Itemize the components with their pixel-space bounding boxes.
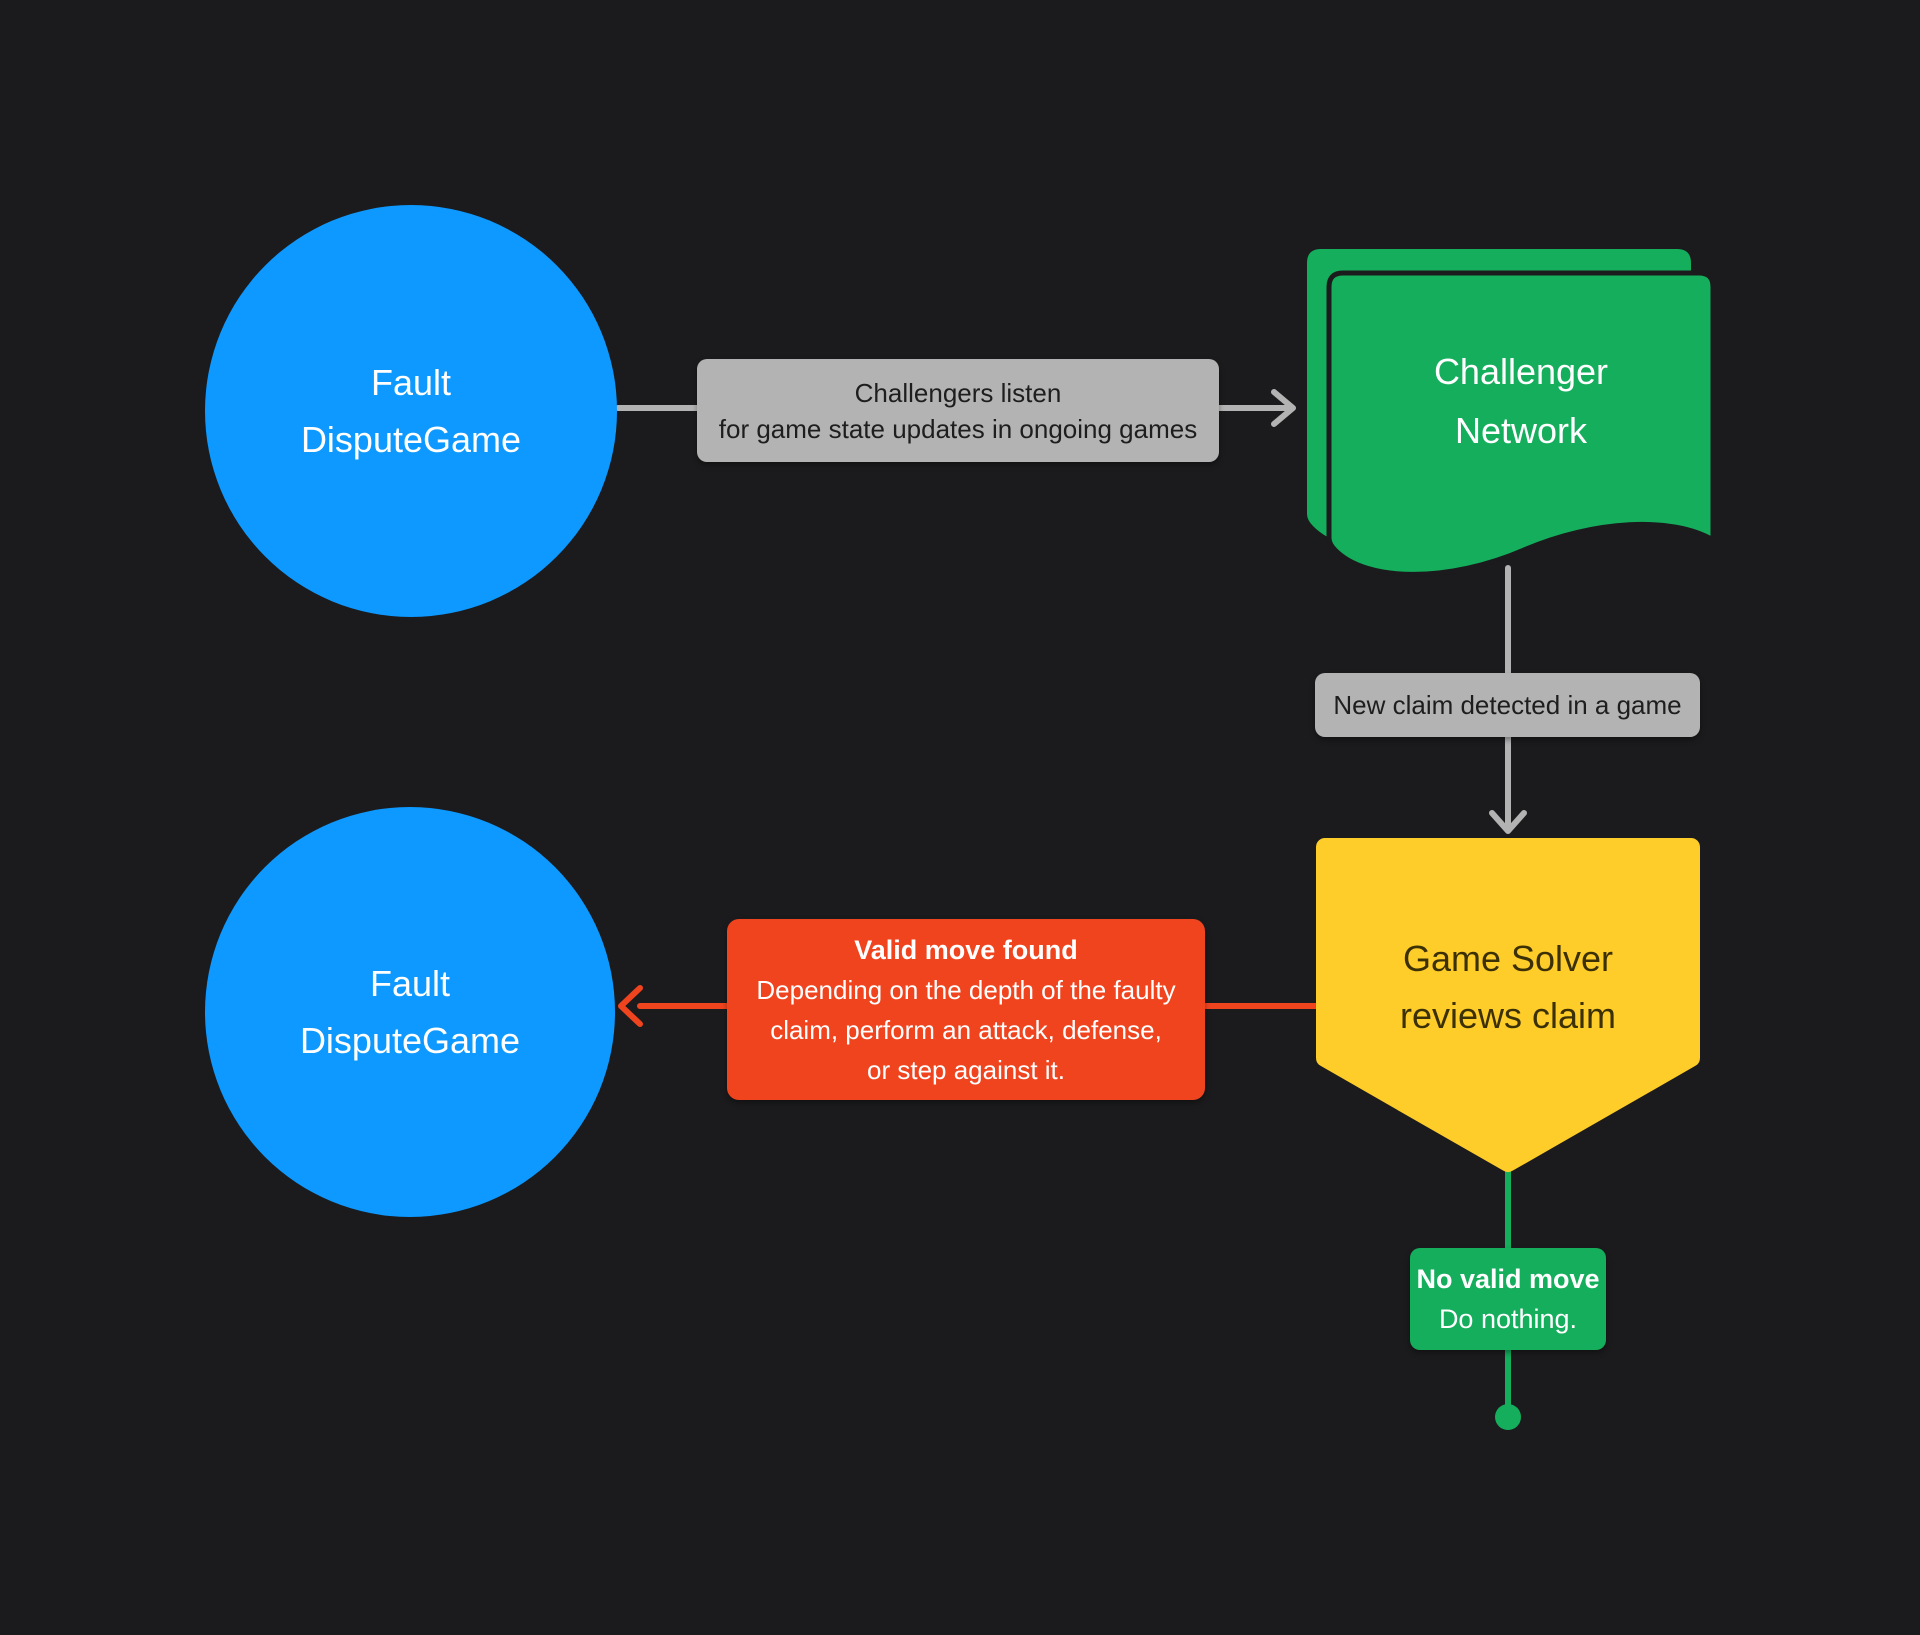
edge-new-claim-arrowhead-icon: [1489, 810, 1527, 834]
edge-label-title: No valid move: [1416, 1264, 1600, 1294]
edge-label-no-valid-move: No valid move Do nothing.: [1410, 1248, 1606, 1350]
edge-label-line: Challengers listen: [854, 377, 1062, 408]
node-game-solver-shape: [1316, 838, 1700, 1172]
node-label-line: DisputeGame: [300, 419, 522, 460]
node-fault-dispute-game-top: Fault DisputeGame: [205, 205, 617, 617]
edge-label-challengers-listen: Challengers listen for game state update…: [697, 359, 1219, 462]
edge-label-new-claim: New claim detected in a game: [1315, 673, 1700, 737]
node-label-line: Fault: [370, 362, 452, 403]
edge-label-valid-move: Valid move found Depending on the depth …: [727, 919, 1205, 1100]
edge-label-line: New claim detected in a game: [1333, 690, 1682, 720]
edge-label-line: Do nothing.: [1438, 1304, 1578, 1334]
edge-listen-arrowhead-icon: [1271, 389, 1296, 427]
node-label-line: Fault: [369, 963, 451, 1004]
edge-valid-move-arrowhead-icon: [618, 985, 643, 1027]
edge-label-title: Valid move found: [854, 934, 1078, 965]
node-label-line: DisputeGame: [299, 1020, 521, 1061]
edge-label-line: Depending on the depth of the faulty: [756, 974, 1176, 1005]
node-fault-dispute-game-bottom: Fault DisputeGame: [205, 807, 615, 1217]
node-challenger-network-shape: [1326, 270, 1716, 577]
edge-label-line: claim, perform an attack, defense,: [770, 1014, 1162, 1045]
edge-label-line: for game state updates in ongoing games: [718, 413, 1198, 444]
flow-end-dot-icon: [1495, 1404, 1521, 1430]
edge-label-line: or step against it.: [867, 1054, 1065, 1085]
